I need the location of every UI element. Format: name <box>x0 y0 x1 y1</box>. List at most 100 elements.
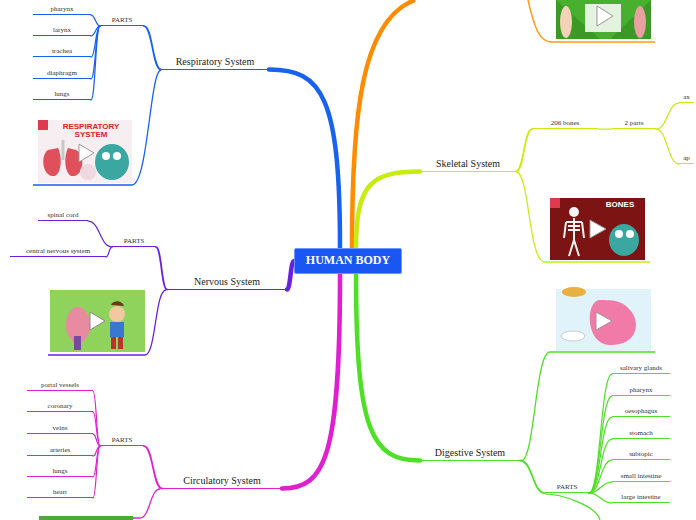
branch-line <box>528 0 655 42</box>
subtopic: ax <box>679 92 694 103</box>
node-text: trachea <box>52 47 72 55</box>
figure <box>634 6 646 38</box>
main-topic: Circulatory System <box>162 474 282 489</box>
video-thumbnail <box>38 120 132 183</box>
node-text: 2 parts <box>625 119 644 127</box>
node-text: heart <box>53 488 67 496</box>
branch-line <box>93 446 100 498</box>
branch-line <box>589 396 612 493</box>
subtopic: subtopic <box>612 449 670 460</box>
food-plate <box>562 287 586 297</box>
figure <box>560 6 572 38</box>
node-text: PARTS <box>124 237 145 245</box>
node-text: lungs <box>52 467 67 475</box>
node-text: ax <box>683 93 690 101</box>
play-button <box>90 312 105 330</box>
play-button <box>590 220 606 238</box>
node-text: spinal cord <box>48 211 79 219</box>
branch-line <box>516 172 650 262</box>
node-text: pharynx <box>51 5 74 13</box>
branch-line <box>88 221 112 247</box>
node-text: HUMAN BODY <box>306 253 390 267</box>
subtopic: diaphragm <box>33 68 91 79</box>
subtopic: arteries <box>27 445 93 456</box>
subtopic: PARTS <box>100 435 144 446</box>
branch-line <box>589 439 612 493</box>
skull <box>569 207 579 217</box>
skeleton <box>564 218 584 256</box>
subtopic: pharynx <box>33 4 91 15</box>
subtopic: small intestine <box>612 471 670 482</box>
thumbnail-title: BONES <box>600 201 640 209</box>
character-eye <box>113 152 121 160</box>
subtopic: central nervous system <box>10 246 106 257</box>
video-thumbnail <box>550 198 645 260</box>
node-text: portal vessels <box>41 381 79 389</box>
lung-left <box>43 148 60 176</box>
branch-line <box>144 26 161 69</box>
branch-line <box>589 374 612 493</box>
branch-line <box>156 247 167 289</box>
branch-line <box>656 103 679 129</box>
subtopic: coronary <box>27 401 93 412</box>
character <box>95 144 129 180</box>
boy-hair <box>111 301 124 306</box>
branch-line <box>352 0 415 248</box>
character-eye <box>615 230 623 238</box>
node-text: coronary <box>48 402 73 410</box>
play-button <box>596 312 612 330</box>
subtopic: 206 bones <box>532 118 598 129</box>
play-button <box>79 144 94 162</box>
node-text: pharynx <box>630 386 653 394</box>
branch-line <box>589 493 612 503</box>
subtopic: pharynx <box>612 385 670 396</box>
boy-leg <box>111 337 116 349</box>
boy-shirt <box>110 322 124 337</box>
node-text: arteries <box>50 446 71 454</box>
branch-line <box>39 489 160 518</box>
node-text: small intestine <box>621 472 662 480</box>
subtopic: spinal cord <box>38 210 88 221</box>
branch-line <box>106 247 112 257</box>
node-text: Skeletal System <box>436 158 500 169</box>
branch-line <box>589 482 612 493</box>
branch-line <box>516 129 532 171</box>
branch-line <box>91 15 100 26</box>
branch-line <box>589 460 612 493</box>
bubble <box>80 164 96 180</box>
branch-line <box>93 412 100 446</box>
branch-line <box>589 417 612 493</box>
branch-line <box>287 261 294 290</box>
node-text: PARTS <box>557 483 578 491</box>
branch-line <box>144 446 162 488</box>
node-text: Digestive System <box>435 447 505 458</box>
subtopic: veins <box>27 423 93 434</box>
node-text: veins <box>53 424 68 432</box>
spine-figure <box>74 336 81 350</box>
subtopic: trachea <box>33 46 91 57</box>
branch-line <box>356 274 420 461</box>
branch-line <box>545 494 600 520</box>
node-text: salivary glands <box>620 364 662 372</box>
subtopic: 2 parts <box>612 118 656 129</box>
branch-line <box>93 391 100 446</box>
main-topic: Nervous System <box>167 275 287 290</box>
main-topic: Digestive System <box>420 446 520 461</box>
node-text: large intestine <box>621 493 660 501</box>
node-text: PARTS <box>112 436 133 444</box>
node-text: Respiratory System <box>176 56 255 67</box>
branch-line <box>33 70 161 185</box>
thumbnail-rays <box>556 0 651 39</box>
video-thumbnail <box>50 290 145 352</box>
node-text: subtopic <box>629 450 653 458</box>
node-text: central nervous system <box>26 247 90 255</box>
central-topic: HUMAN BODY <box>294 248 402 274</box>
node-text: oesophagus <box>625 407 658 415</box>
node-text: Nervous System <box>194 276 260 287</box>
subtopic: salivary glands <box>612 363 670 374</box>
character-eye <box>102 152 110 160</box>
boy-head <box>109 306 125 322</box>
branch-line <box>93 434 100 446</box>
node-text: PARTS <box>112 16 133 24</box>
node-text: diaphragm <box>47 69 77 77</box>
